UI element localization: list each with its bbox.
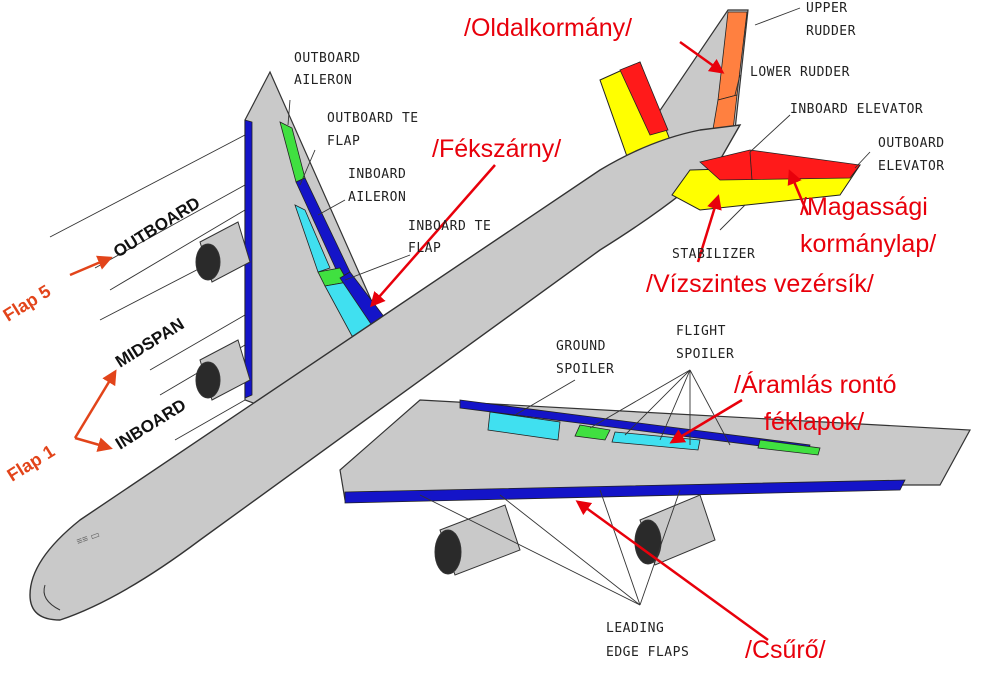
flap1-label: Flap 1	[4, 441, 59, 486]
outboard-elevator-label-2: ELEVATOR	[878, 159, 945, 174]
translation-arrows	[69, 40, 810, 642]
flap5-label: Flap 5	[0, 281, 54, 326]
right-wing	[339, 399, 971, 504]
midspan-zone-label: MIDSPAN	[112, 314, 187, 371]
inboard-aileron-label-2: AILERON	[348, 190, 406, 205]
upper-rudder-label-2: RUDDER	[806, 24, 856, 39]
leading-edge-flaps-label-1: LEADING	[606, 621, 664, 636]
flap-translation: /Fékszárny/	[432, 135, 561, 163]
elevator-translation-1: /Magassági	[800, 193, 928, 221]
inboard-te-flap-label-1: INBOARD TE	[408, 219, 491, 234]
left-engines	[195, 221, 251, 401]
outboard-aileron-label-1: OUTBOARD	[294, 51, 361, 66]
outboard-zone-label: OUTBOARD	[110, 193, 203, 261]
upper-rudder-label-1: UPPER	[806, 1, 848, 16]
flight-spoiler-label-2: SPOILER	[676, 347, 734, 362]
stabilizer-translation: /Vízszintes vezérsík/	[646, 270, 874, 298]
slats-translation: /Csűrő/	[745, 636, 826, 664]
stabilizer-label: STABILIZER	[672, 247, 755, 262]
elevator-translation-2: kormánylap/	[800, 230, 936, 258]
outboard-aileron-label-2: AILERON	[294, 73, 352, 88]
flight-spoiler-label-1: FLIGHT	[676, 324, 726, 339]
ground-spoiler-label-1: GROUND	[556, 339, 606, 354]
spoilers-translation-1: /Áramlás rontó	[734, 370, 897, 399]
vertical-stabilizer	[639, 9, 749, 161]
inboard-elevator-label: INBOARD ELEVATOR	[790, 102, 923, 117]
left-wing	[244, 70, 386, 421]
outboard-elevator-label-1: OUTBOARD	[878, 136, 945, 151]
ground-spoiler-label-2: SPOILER	[556, 362, 614, 377]
inboard-zone-label: INBOARD	[112, 395, 189, 453]
inboard-aileron-label-1: INBOARD	[348, 167, 406, 182]
leader-lines	[287, 7, 871, 606]
spoilers-translation-2: féklapok/	[764, 408, 864, 436]
inboard-te-flap-label-2: FLAP	[408, 241, 441, 256]
outboard-te-flap-label-1: OUTBOARD TE	[327, 111, 419, 126]
lower-rudder-label: LOWER RUDDER	[750, 65, 850, 80]
rudder-translation: /Oldalkormány/	[464, 14, 632, 42]
outboard-te-flap-label-2: FLAP	[327, 134, 360, 149]
leading-edge-flaps-label-2: EDGE FLAPS	[606, 645, 689, 660]
right-engines	[434, 494, 716, 576]
